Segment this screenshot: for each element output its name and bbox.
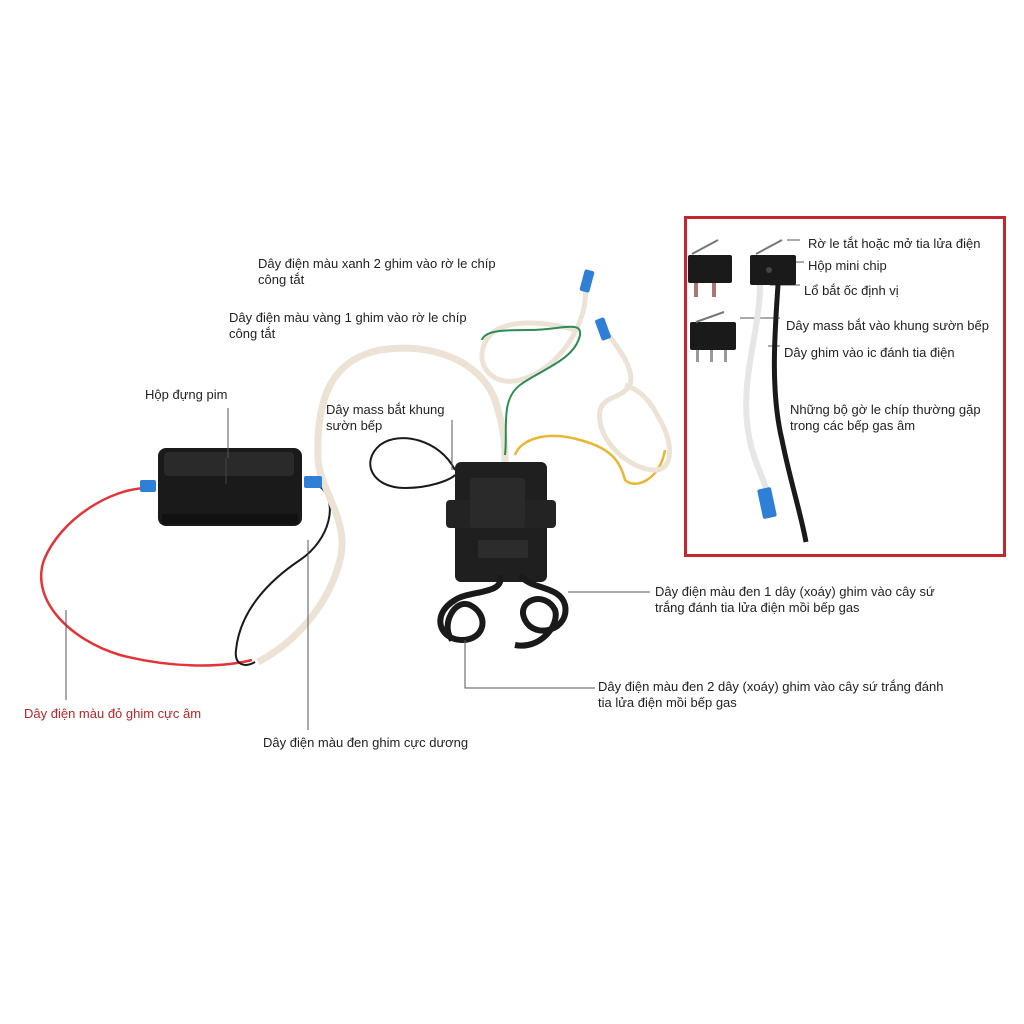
- label-yellow-wire: Dây điện màu vàng 1 ghim vào rờ le chíp …: [229, 310, 467, 341]
- blue-terminal-right: [304, 476, 322, 488]
- ignition-ic-box: [446, 462, 556, 582]
- mass-wire: [369, 437, 456, 490]
- white-braided-wire: [256, 344, 509, 666]
- label-black-one: Dây điện màu đen 1 dây (xoáy) ghim vào c…: [655, 584, 935, 615]
- label-inset-mass-wire: Dây mass bắt vào khung sườn bếp: [786, 318, 989, 333]
- label-black-positive: Dây điện màu đen ghim cực dương: [263, 735, 469, 750]
- black-coil-one: [437, 574, 504, 644]
- black-positive-wire: [234, 484, 331, 666]
- label-red-wire: Dây điện màu đỏ ghim cực âm: [24, 706, 202, 721]
- label-black-two: Dây điện màu đen 2 dây (xoáy) ghim vào c…: [598, 679, 944, 710]
- label-common-sets: Những bộ gờ le chíp thường gặp trong các…: [790, 402, 981, 433]
- micro-switch-small-left: [688, 239, 732, 297]
- blue-terminal-green: [579, 269, 595, 293]
- inset-black-wire: [771, 284, 809, 543]
- blue-terminal-yellow: [595, 317, 611, 341]
- blue-terminal-left: [140, 480, 156, 492]
- micro-switch-main: [750, 239, 796, 285]
- yellow-wire: [513, 434, 667, 485]
- battery-box: [158, 448, 302, 526]
- label-mass-wire: Dây mass bắt khung sườn bếp: [326, 402, 445, 433]
- inset-frame: [684, 216, 1006, 557]
- white-loop-wire: [479, 284, 589, 384]
- label-ic-wire: Dây ghim vào ic đánh tia điện: [784, 345, 955, 360]
- micro-switch-small-bottom: [690, 311, 736, 362]
- inset-blue-terminal: [757, 487, 777, 519]
- green-wire: [481, 325, 582, 456]
- white-right-loop-wire: [597, 328, 672, 473]
- black-coil-two: [514, 573, 569, 649]
- label-relay-toggle: Rờ le tắt hoặc mở tia lửa điện: [808, 236, 981, 251]
- label-green-wire: Dây điện màu xanh 2 ghim vào rờ le chíp …: [258, 256, 496, 287]
- label-battery-box: Hộp đựng pim: [145, 387, 228, 402]
- label-screw-hole: Lổ bắt ốc định vị: [804, 283, 899, 298]
- red-wire: [39, 486, 253, 667]
- label-mini-chip-box: Hộp mini chip: [808, 258, 887, 273]
- inset-white-wire: [743, 284, 771, 496]
